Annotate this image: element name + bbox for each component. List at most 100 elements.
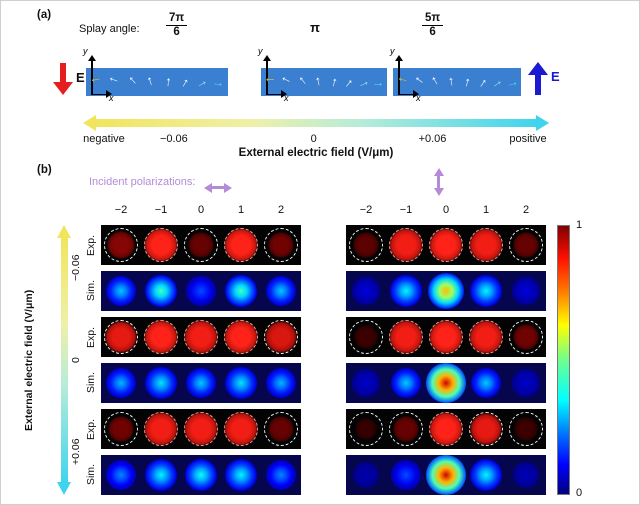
diffraction-spot [184, 320, 218, 354]
director-arrow-icon: → [337, 72, 358, 92]
experiment-diffraction-strip [101, 317, 301, 357]
diffraction-spot [429, 412, 463, 446]
diffraction-spot [469, 320, 503, 354]
y-axis-arrow-icon [395, 55, 403, 61]
panel-a-label: (a) [37, 9, 52, 21]
director-arrow-icon: → [173, 72, 193, 92]
director-arrow-icon: → [210, 73, 226, 91]
fraction-denominator: 6 [173, 26, 180, 39]
simulated-spot [512, 461, 540, 489]
diffraction-spot [104, 320, 138, 354]
simulation-diffraction-strip [101, 363, 301, 403]
simulated-spot [225, 459, 257, 491]
vertical-polarization-icon [433, 168, 444, 196]
y-axis-label: y [390, 46, 395, 56]
x-axis-label: x [416, 93, 421, 103]
up-arrow-head-icon [57, 225, 71, 238]
fraction-numerator: 7π [166, 12, 188, 27]
diffraction-spot [429, 320, 463, 354]
e-field-arrow-negative: E [53, 63, 91, 99]
simulated-spot [352, 369, 380, 397]
simulated-spot [391, 460, 421, 490]
simulated-spot [470, 275, 502, 307]
y-axis-line [398, 59, 400, 95]
field-gradient-arrow-vertical [57, 225, 72, 495]
diffraction-order-marker [104, 228, 138, 262]
incident-polarizations-label: Incident polarizations: [89, 176, 196, 188]
row-label: Sim. [85, 372, 97, 394]
experiment-diffraction-strip [101, 409, 301, 449]
gradient-bar [61, 237, 68, 483]
splay-angle-value-7pi-6: 7π 6 [166, 12, 188, 39]
diffraction-order-marker [184, 228, 218, 262]
up-arrow-icon [528, 62, 548, 75]
diffraction-spot [514, 417, 538, 441]
row-label: Sim. [85, 464, 97, 486]
y-axis-label: y [258, 46, 263, 56]
y-tick-label: 0 [70, 357, 82, 363]
e-field-label: E [551, 69, 560, 84]
y-axis-line [91, 59, 93, 95]
arrow-bar [211, 185, 225, 190]
field-axis-labels: negative −0.06 0 +0.06 positive [83, 133, 549, 146]
diffraction-spot [144, 320, 178, 354]
diffraction-order-marker [509, 320, 543, 354]
e-field-label: E [76, 70, 85, 85]
row-label: Exp. [85, 418, 97, 440]
simulation-diffraction-strip [346, 455, 546, 495]
simulation-diffraction-strip [101, 455, 301, 495]
director-arrow-icon: → [88, 73, 104, 91]
director-arrow-icon: → [263, 74, 277, 90]
y-tick-label: −0.06 [70, 254, 82, 282]
colorbar-min-label: 0 [576, 487, 583, 499]
director-arrow-icon: → [393, 73, 411, 91]
simulated-spot [186, 276, 216, 306]
simulated-spot [106, 460, 136, 490]
simulated-spot [390, 367, 422, 399]
director-arrow-icon: → [486, 72, 506, 92]
diffraction-order-marker [509, 412, 543, 446]
field-tick-label: +0.06 [418, 133, 447, 145]
diffraction-order-marker [264, 320, 298, 354]
simulated-spot [352, 461, 380, 489]
x-tick-label: 2 [522, 204, 530, 216]
x-tick-label: 2 [277, 204, 285, 216]
splay-angle-value-pi: π [310, 20, 320, 35]
fraction-denominator: 6 [429, 26, 436, 39]
simulated-spot [145, 459, 177, 491]
row-label: Sim. [85, 280, 97, 302]
experiment-diffraction-strip [346, 409, 546, 449]
left-arrow-head-icon [204, 182, 212, 193]
arrow-shaft [60, 63, 66, 84]
director-box-pi: y x →→→→→→→→ [258, 46, 387, 103]
director-arrow-icon: → [191, 72, 210, 92]
right-arrow-head-icon [224, 182, 232, 193]
diffraction-spot [184, 412, 218, 446]
diffraction-spot [187, 231, 215, 259]
simulated-spot [512, 369, 540, 397]
diffraction-spot [353, 232, 379, 258]
colorbar-max-label: 1 [576, 219, 583, 231]
y-tick-label: +0.06 [70, 438, 82, 466]
experiment-diffraction-strip [101, 225, 301, 265]
diffraction-order-marker [349, 320, 383, 354]
diffraction-column-right [346, 225, 546, 501]
x-axis-label: x [284, 93, 289, 103]
simulation-diffraction-strip [346, 271, 546, 311]
diffraction-spot [389, 320, 423, 354]
x-axis-line [398, 93, 414, 95]
y-axis-line [266, 59, 268, 95]
diffraction-order-marker [349, 228, 383, 262]
y-axis-label: y [83, 46, 88, 56]
x-tick-label: 1 [237, 204, 245, 216]
diffraction-spot [144, 412, 178, 446]
arrow-bar [436, 175, 441, 189]
field-axis-title: External electric field (V/μm) [238, 147, 394, 159]
simulated-spot [426, 363, 466, 403]
diffraction-spot [224, 320, 258, 354]
diffraction-order-marker [389, 412, 423, 446]
director-arrow-icon: → [423, 72, 444, 92]
diffraction-spot [354, 417, 378, 441]
